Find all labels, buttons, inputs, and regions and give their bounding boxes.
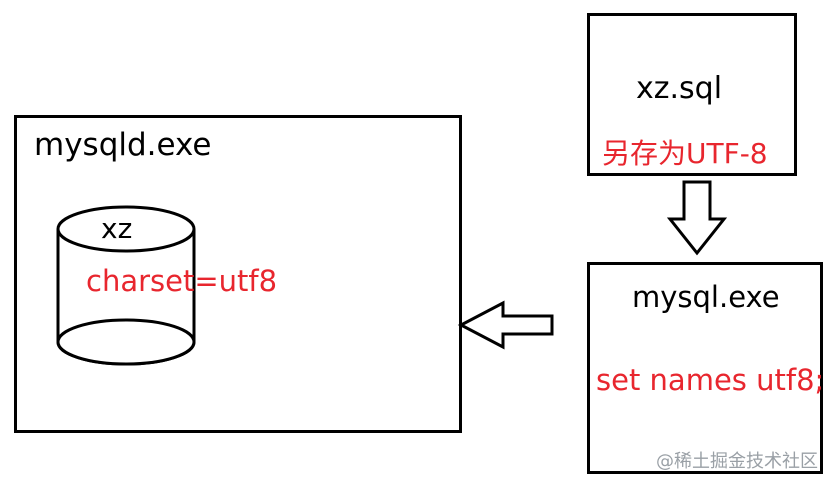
source-file-name: xz.sql <box>636 71 723 106</box>
left-arrow-icon <box>457 300 554 350</box>
client-command: set names utf8; <box>596 363 825 397</box>
client-title: mysql.exe <box>632 280 780 314</box>
database-charset: charset=utf8 <box>86 264 278 298</box>
source-file-box <box>587 13 797 176</box>
database-cylinder-icon <box>56 205 196 366</box>
client-box <box>587 262 823 474</box>
server-title: mysqld.exe <box>34 127 212 163</box>
database-name: xz <box>101 212 133 245</box>
source-file-note: 另存为UTF-8 <box>602 137 768 170</box>
watermark-text: @稀土掘金技术社区 <box>656 451 818 472</box>
down-arrow-icon <box>666 180 728 256</box>
